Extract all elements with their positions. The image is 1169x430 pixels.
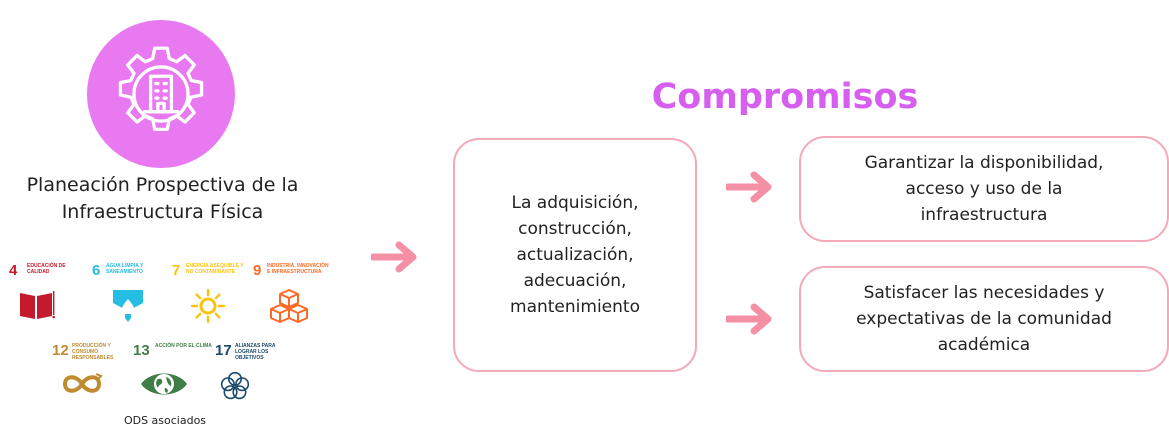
eye-earth-icon [141, 373, 187, 395]
arrow-right-icon [726, 303, 772, 335]
ods-number: 4 [9, 262, 18, 279]
ods-label: Alianzas para lograr los objetivos [235, 343, 276, 361]
ods-4: 4 Educación de calidad [9, 260, 79, 332]
ods-number: 6 [92, 262, 101, 279]
ods-label: Producción y consumo responsables [72, 343, 114, 361]
compromiso-line: infraestructura [920, 205, 1048, 225]
book-icon [20, 291, 55, 319]
compromiso-line: Satisfacer las necesidades y [863, 283, 1105, 303]
ods-13: 13 Acción por el clima [133, 340, 212, 412]
ods-12: 12 Producción y consumo responsables [52, 340, 122, 412]
acciones-line: construcción, [518, 219, 632, 239]
planeacion-title-line2: Infraestructura Física [61, 201, 264, 223]
gear-building-icon [118, 46, 204, 132]
ods-number: 7 [172, 262, 181, 279]
arrow-right-icon [371, 241, 417, 273]
ods-17: 17 Alianzas para lograr los objetivos [215, 340, 285, 412]
ods-label: Agua limpia y saneamiento [106, 263, 144, 275]
planeacion-title: Planeación Prospectiva de la Infraestruc… [10, 172, 315, 226]
ods-number: 17 [215, 342, 232, 359]
compromiso-necesidades-box: Satisfacer las necesidades y expectativa… [799, 266, 1169, 372]
rings-icon [220, 371, 250, 400]
ods-7: 7 Energía asequible y no contaminante [172, 260, 244, 332]
ods-caption: ODS asociados [123, 414, 207, 427]
compromiso-line: expectativas de la comunidad [856, 309, 1112, 329]
planeacion-hero-circle [87, 20, 235, 168]
ods-9: 9 Industria, innovación e infraestructur… [253, 260, 329, 332]
planeacion-title-line1: Planeación Prospectiva de la [26, 174, 299, 196]
arrow-right-icon [726, 171, 772, 203]
ods-label: Energía asequible y no contaminante [186, 263, 244, 275]
acciones-line: actualización, [516, 245, 634, 265]
compromiso-line: acceso y uso de la [905, 179, 1063, 199]
ods-number: 9 [253, 262, 262, 279]
ods-label: Educación de calidad [27, 263, 66, 275]
ods-label: Acción por el clima [155, 343, 212, 349]
sun-icon [190, 288, 226, 324]
ods-number: 12 [52, 342, 69, 359]
water-drop-icon [113, 290, 143, 322]
ods-label: Industria, innovación e infraestructura [267, 263, 329, 275]
compromiso-line: Garantizar la disponibilidad, [864, 153, 1104, 173]
cubes-icon [270, 289, 308, 323]
compromisos-heading: Compromisos [651, 77, 919, 117]
infinity-icon [62, 373, 103, 393]
compromiso-line: académica [937, 335, 1031, 355]
compromiso-disponibilidad-box: Garantizar la disponibilidad, acceso y u… [799, 136, 1169, 242]
ods-6: 6 Agua limpia y saneamiento [92, 260, 162, 332]
acciones-box: La adquisición, construcción, actualizac… [453, 138, 697, 372]
acciones-line: La adquisición, [511, 193, 639, 213]
acciones-line: mantenimiento [510, 297, 640, 317]
acciones-line: adecuación, [523, 271, 627, 291]
ods-number: 13 [133, 342, 150, 359]
